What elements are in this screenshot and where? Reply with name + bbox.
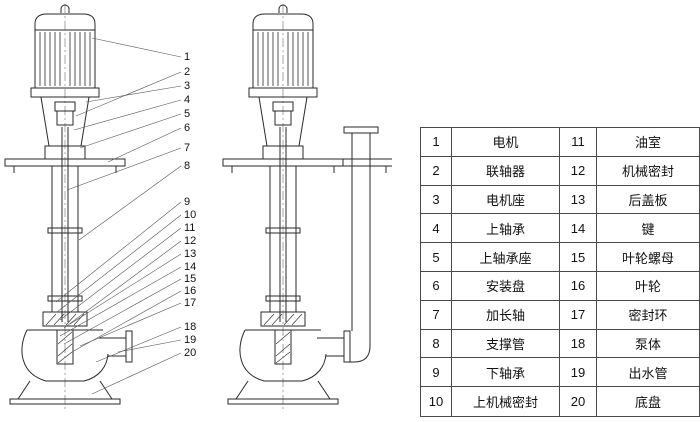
part-number: 18	[560, 329, 597, 359]
part-number: 4	[421, 214, 452, 244]
table-row: 9 下轴承 19 出水管	[421, 358, 699, 388]
part-number: 10	[421, 387, 452, 416]
part-name: 密封环	[597, 301, 699, 330]
callout-number: 1	[184, 51, 191, 63]
part-number: 7	[421, 300, 452, 330]
part-name: 机械密封	[597, 157, 699, 186]
part-number: 17	[560, 300, 597, 330]
table-row: 6 安装盘 16 叶轮	[421, 271, 699, 301]
part-name: 叶轮螺母	[597, 243, 699, 272]
callout-number: 2	[184, 66, 191, 78]
part-number: 9	[421, 358, 452, 388]
part-number: 1	[421, 128, 452, 157]
pump-drawing-right	[222, 3, 351, 413]
part-number: 8	[421, 329, 452, 359]
part-name: 油室	[597, 128, 699, 157]
part-number: 14	[560, 214, 597, 244]
part-name: 泵体	[597, 330, 699, 359]
part-number: 16	[560, 271, 597, 301]
table-row: 8 支撑管 18 泵体	[421, 329, 699, 359]
part-number: 19	[560, 358, 597, 388]
callout-number: 4	[184, 94, 191, 106]
callout-number: 12	[184, 235, 197, 247]
table-row: 7 加长轴 17 密封环	[421, 300, 699, 330]
callout-number: 10	[184, 209, 197, 221]
part-name: 安装盘	[452, 271, 560, 301]
table-row: 5 上轴承座 15 叶轮螺母	[421, 243, 699, 272]
callout-leader-lines	[55, 37, 182, 395]
callout-number: 16	[184, 285, 197, 297]
callout-number: 11	[184, 222, 196, 234]
part-name: 支撑管	[452, 329, 560, 359]
part-number: 12	[560, 156, 597, 186]
part-number: 20	[560, 387, 597, 416]
part-number: 13	[560, 185, 597, 215]
part-name: 上机械密封	[452, 387, 560, 416]
part-number: 5	[421, 243, 452, 272]
table-row: 10 上机械密封 20 底盘	[421, 387, 699, 416]
part-number: 11	[560, 128, 597, 157]
table-row: 4 上轴承 14 键	[421, 214, 699, 244]
part-name: 下轴承	[452, 358, 560, 388]
part-name: 联轴器	[452, 156, 560, 186]
callout-number: 14	[184, 261, 197, 273]
parts-table: 1 电机 11 油室 2 联轴器 12 机械密封 3 电机座 13 后盖板 4 …	[420, 127, 700, 417]
table-row: 1 电机 11 油室	[421, 128, 699, 157]
part-number: 3	[421, 185, 452, 215]
callout-number: 5	[184, 108, 191, 120]
callout-number: 6	[184, 122, 191, 134]
part-name: 上轴承座	[452, 243, 560, 272]
callout-number: 15	[184, 273, 197, 285]
part-name: 加长轴	[452, 300, 560, 330]
callout-number: 17	[184, 297, 197, 309]
callout-number: 9	[184, 196, 191, 208]
callout-number: 19	[184, 334, 197, 346]
part-name: 叶轮	[597, 272, 699, 301]
part-name: 电机座	[452, 185, 560, 215]
part-number: 6	[421, 271, 452, 301]
callout-number: 20	[184, 347, 197, 359]
table-row: 2 联轴器 12 机械密封	[421, 156, 699, 186]
part-name: 上轴承	[452, 214, 560, 244]
part-name: 后盖板	[597, 186, 699, 215]
callout-number: 7	[184, 142, 191, 154]
callout-number: 3	[184, 80, 191, 92]
table-row: 3 电机座 13 后盖板	[421, 185, 699, 215]
part-number: 2	[421, 156, 452, 186]
part-number: 15	[560, 243, 597, 272]
part-name: 出水管	[597, 358, 699, 388]
outlet-pipe	[343, 126, 392, 363]
part-name: 键	[597, 214, 699, 244]
part-name: 电机	[452, 128, 560, 157]
callout-number: 8	[184, 160, 191, 172]
callout-number: 18	[184, 321, 197, 333]
pump-drawing-left	[4, 3, 133, 413]
part-name: 底盘	[634, 395, 661, 411]
callout-number: 13	[184, 248, 197, 260]
